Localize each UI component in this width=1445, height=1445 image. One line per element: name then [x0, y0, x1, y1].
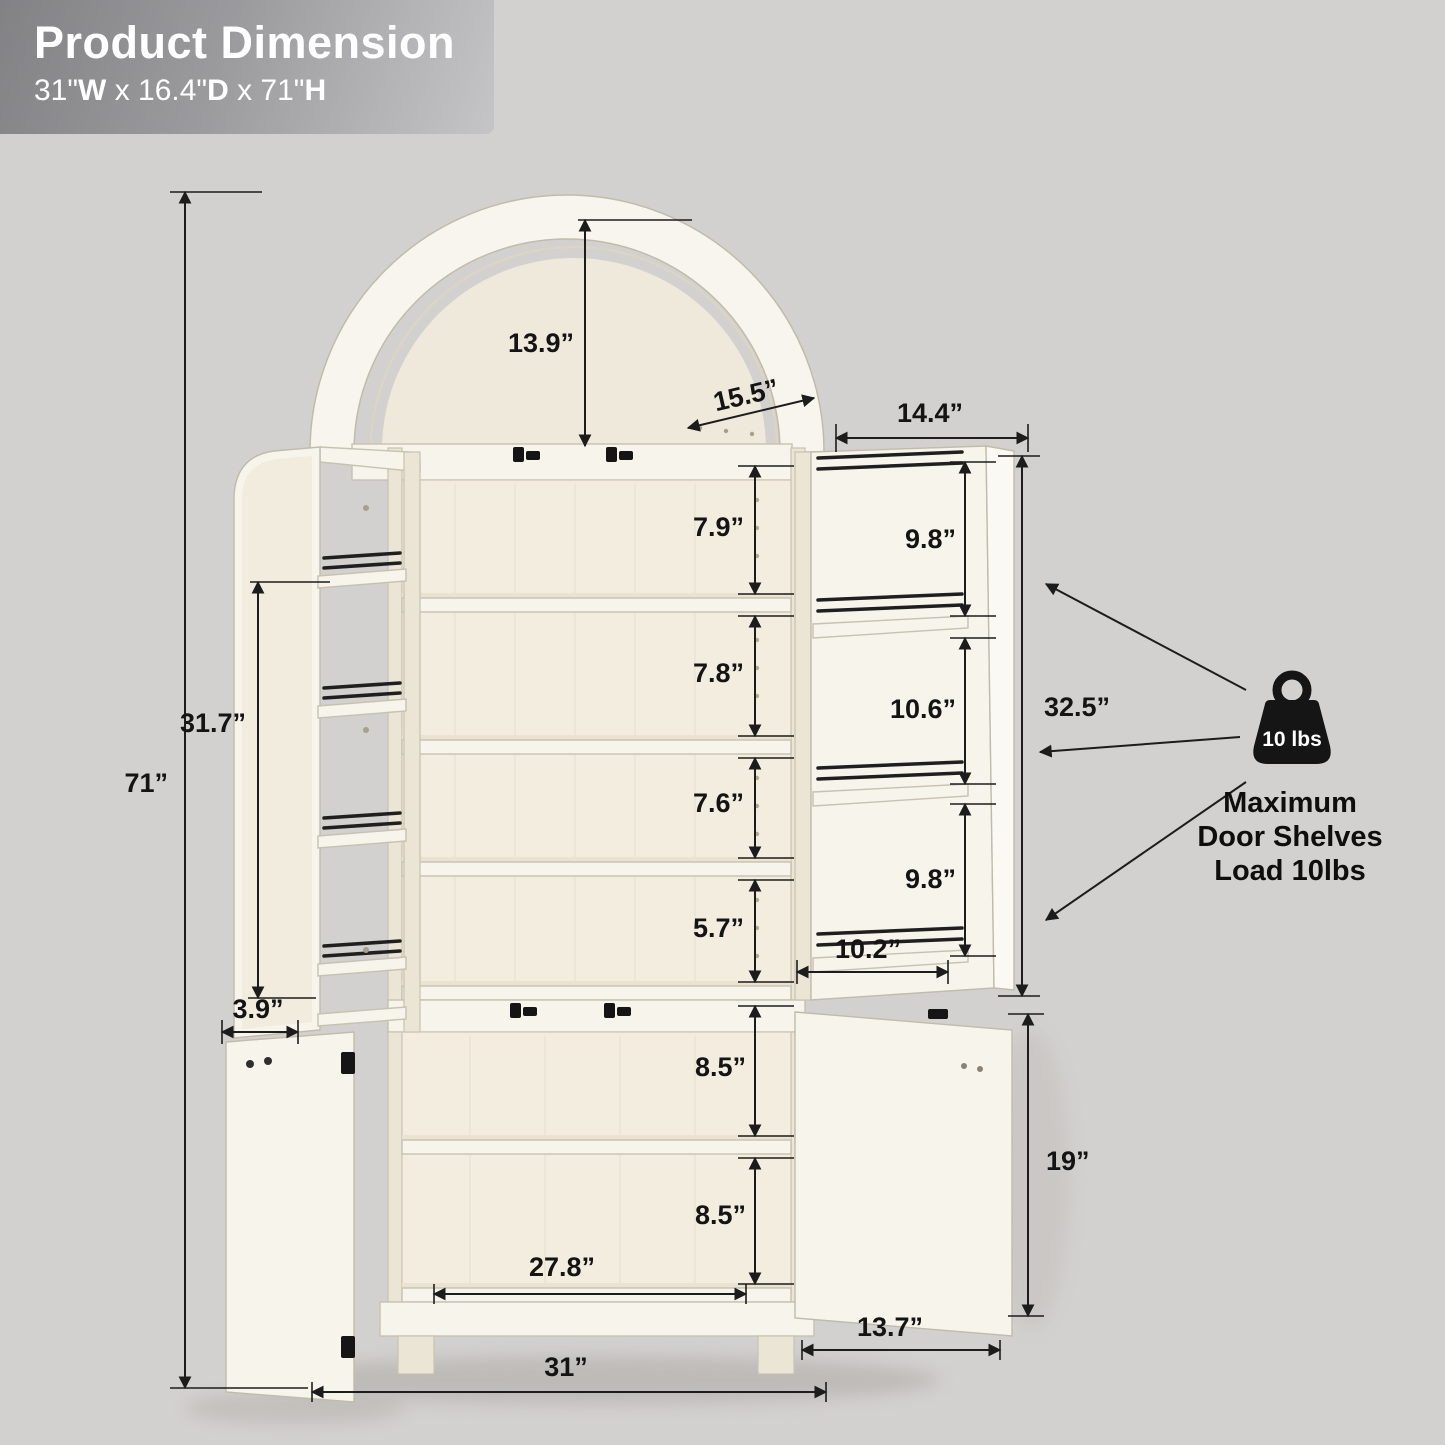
mid-frame: [387, 999, 806, 1033]
dim-upper-door-height: 32.5”: [1044, 692, 1110, 722]
subtitle-part: D: [207, 73, 229, 107]
dim-arch-inner-height: 13.9”: [508, 328, 574, 358]
dim-upper-right-door-width: 14.4”: [897, 398, 963, 428]
dim-lower-gap-2: 8.5”: [695, 1200, 746, 1230]
cabinet-illustration: [225, 194, 1015, 1403]
dim-upper-left-door-height: 31.7”: [180, 708, 246, 738]
dim-lower-door-width: 13.7”: [857, 1312, 923, 1342]
lower-left-door: [225, 1031, 355, 1403]
dim-door-shelf-gap-bottom: 9.8”: [905, 864, 956, 894]
header-banner: Product Dimension 31"W x 16.4"D x 71"H: [0, 0, 494, 134]
dim-total-height: 71”: [124, 768, 168, 798]
dim-shelf-gap-3: 7.6”: [693, 788, 744, 818]
hinge-icon: [513, 447, 633, 462]
upper-carcass: [387, 447, 806, 1035]
dim-door-shelf-gap-top: 9.8”: [905, 524, 956, 554]
dim-door-shelf-depth: 3.9”: [232, 994, 283, 1024]
lower-right-door: [794, 1009, 1013, 1337]
dim-door-shelf-width: 10.2”: [835, 934, 901, 964]
dim-shelf-gap-4: 5.7”: [693, 913, 744, 943]
lower-carcass: [387, 1031, 806, 1303]
load-note-line1: Maximum: [1223, 787, 1357, 819]
dim-door-shelf-gap-middle: 10.6”: [890, 694, 956, 724]
dim-shelf-gap-2: 7.8”: [693, 658, 744, 688]
dim-lower-section-height: 19”: [1046, 1146, 1090, 1176]
dimension-labels: 71” 31.7” 13.9” 15.5” 14.4” 7.9” 7.8” 7.…: [124, 328, 1110, 1382]
upper-right-door: [794, 445, 1015, 1001]
weight-icon: 10 lbs: [1253, 670, 1331, 764]
dimension-lines: [170, 190, 1044, 1402]
door-shelf-rails: [816, 450, 964, 947]
hinge-icon: [928, 1009, 948, 1019]
page-subtitle: 31"W x 16.4"D x 71"H: [34, 74, 494, 108]
hinge-icon: [341, 1052, 355, 1074]
dim-shelf-gap-1: 7.9”: [693, 512, 744, 542]
subtitle-part: H: [304, 73, 327, 107]
dim-total-width: 31”: [544, 1352, 588, 1382]
load-badge-label: 10 lbs: [1262, 728, 1322, 751]
door-shelf-rails: [322, 551, 402, 958]
base: [379, 1301, 815, 1375]
hinge-icon: [341, 1336, 355, 1358]
subtitle-part: x 16.4": [106, 73, 208, 107]
load-note-line2: Door Shelves: [1197, 821, 1382, 853]
subtitle-part: 31": [34, 73, 79, 107]
hinge-icon: [510, 1003, 631, 1018]
page-title: Product Dimension: [34, 17, 456, 68]
subtitle-part: W: [78, 73, 107, 107]
dim-lower-interior-width: 27.8”: [529, 1252, 595, 1282]
load-note-line3: Load 10lbs: [1214, 855, 1366, 887]
load-annotation: 10 lbs Maximum Door Shelves Load 10lbs: [1038, 583, 1383, 921]
subtitle-part: x 71": [228, 73, 305, 107]
arch-top: [309, 194, 825, 453]
dim-lower-gap-1: 8.5”: [695, 1052, 746, 1082]
